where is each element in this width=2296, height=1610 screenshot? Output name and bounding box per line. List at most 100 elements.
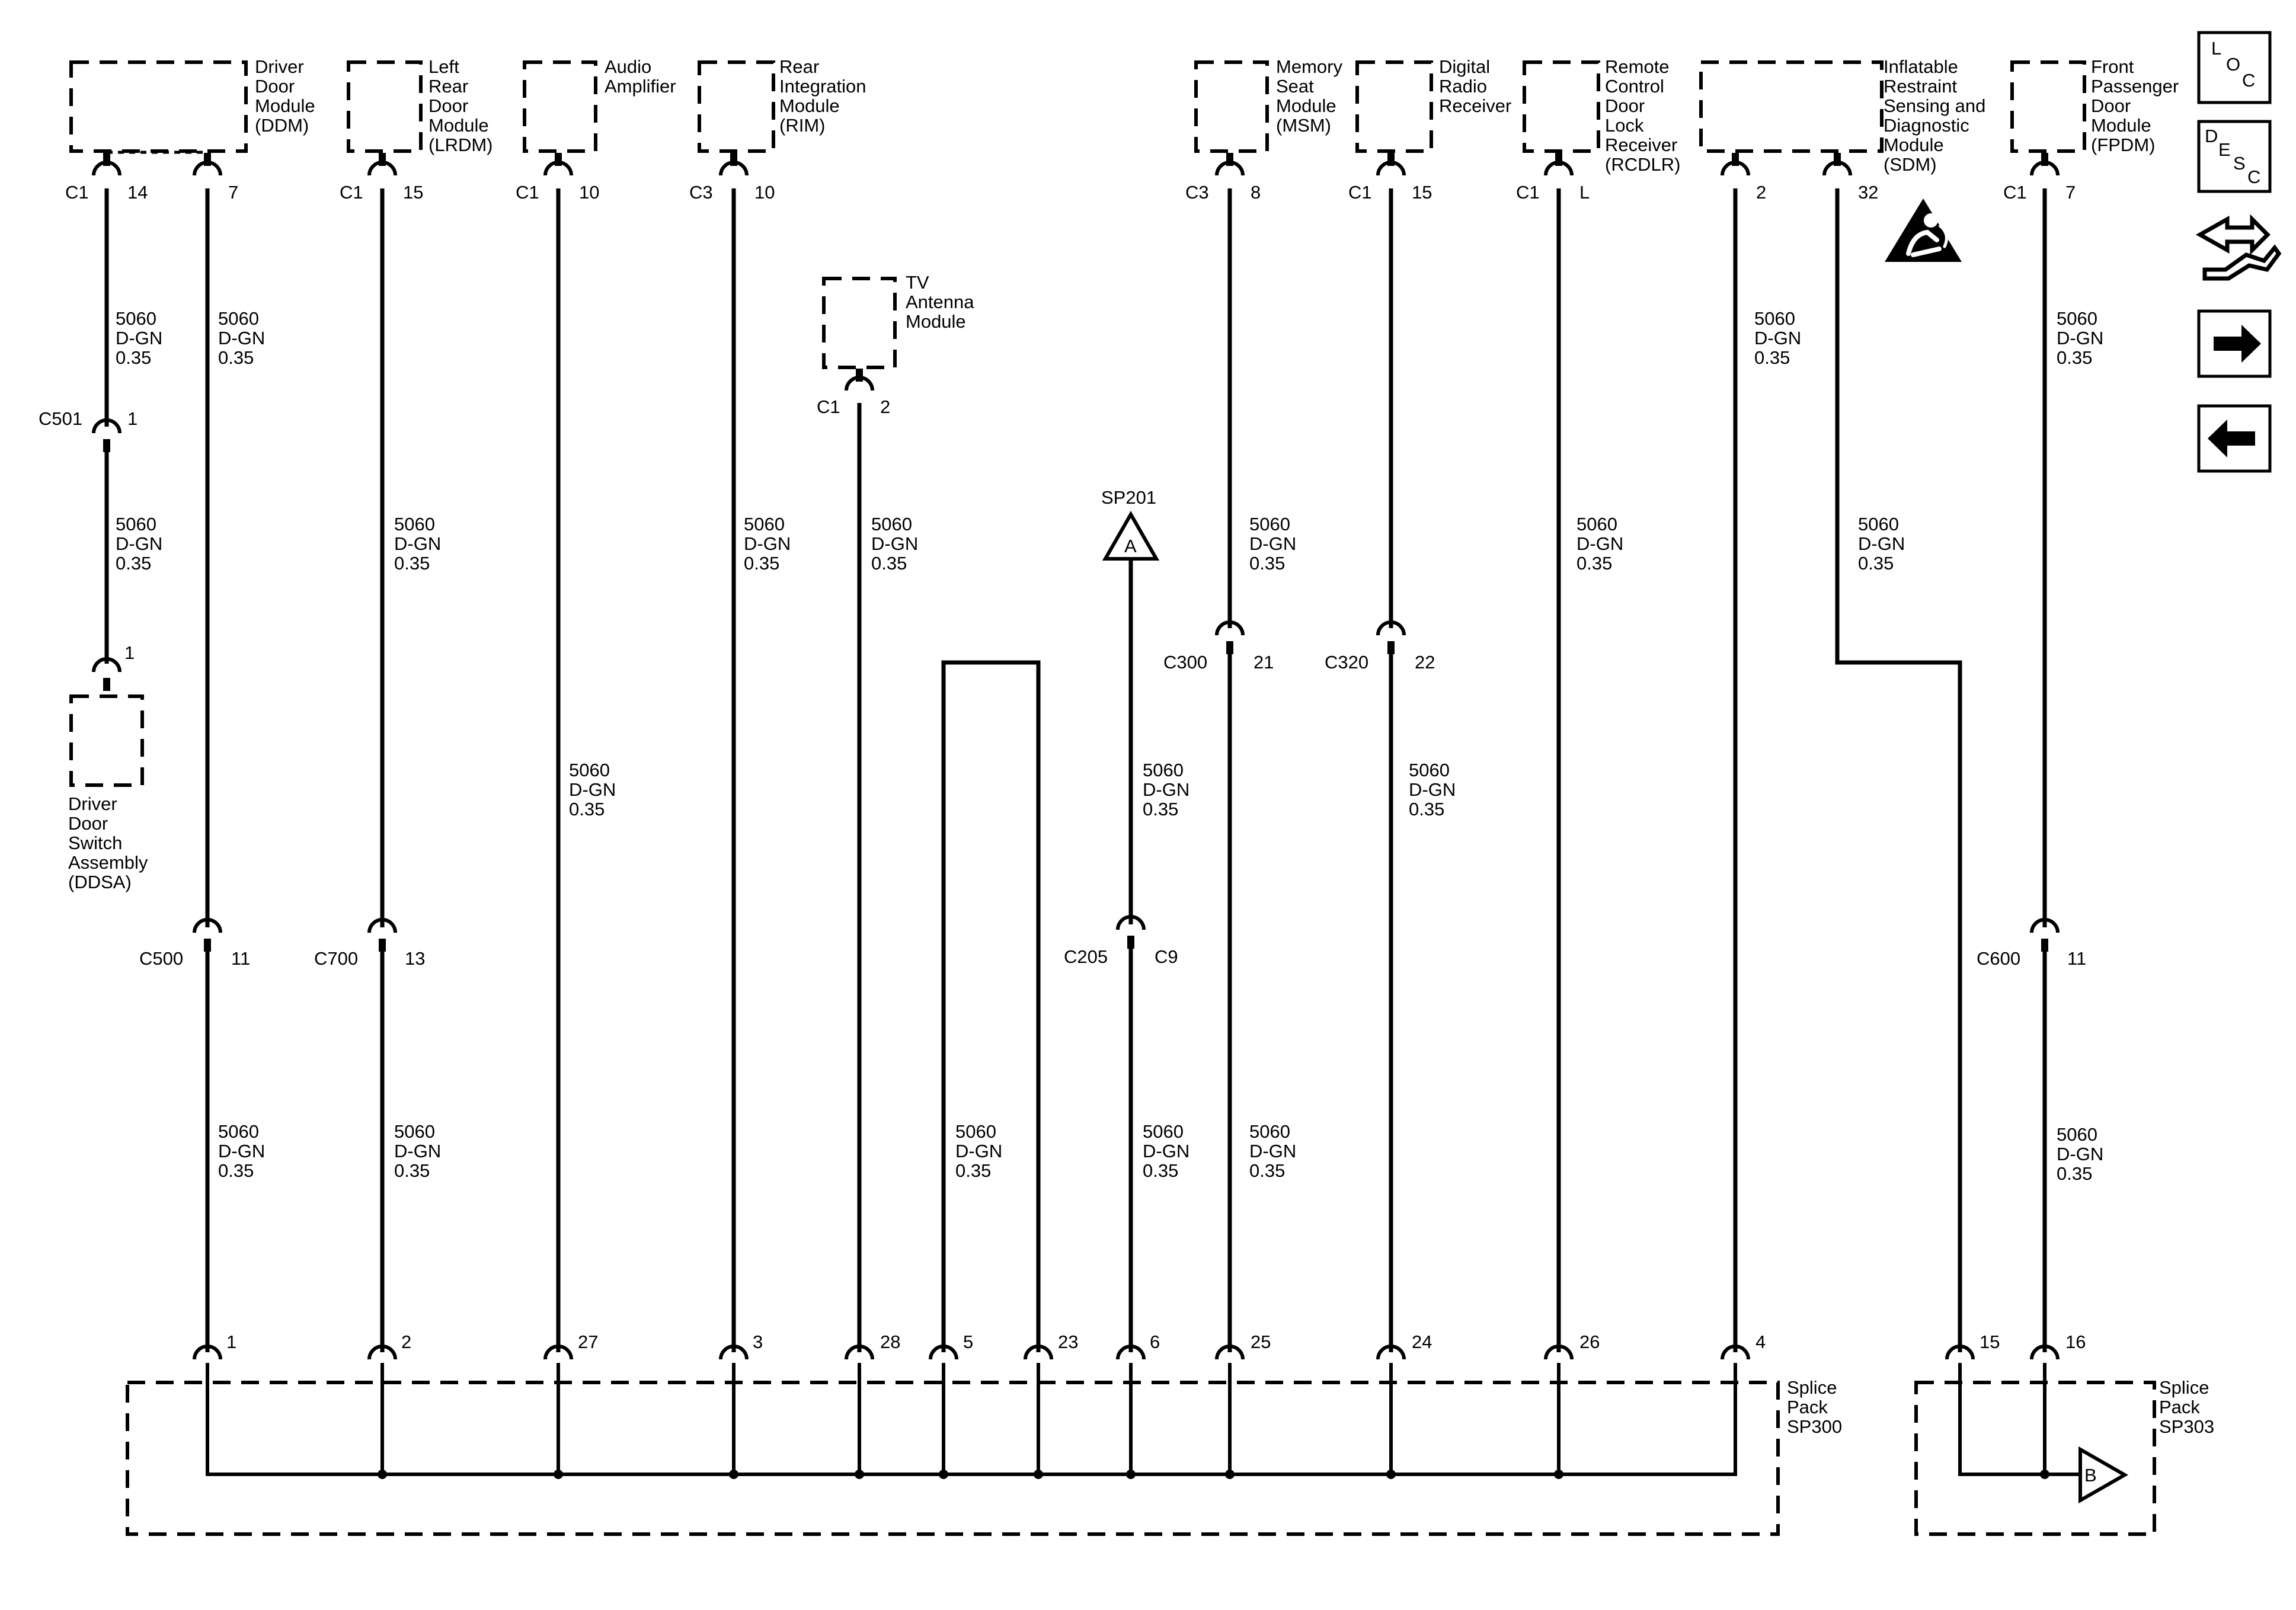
sp201-splice-ref[interactable]: SP201 A bbox=[1101, 487, 1160, 561]
loc-letter-o: O bbox=[2226, 54, 2240, 75]
c300-male-terminal bbox=[1226, 641, 1233, 654]
pin-label-rcdlr-conn: C1 bbox=[1516, 182, 1540, 203]
ddm-7-female-terminal bbox=[193, 161, 222, 176]
sp300-pin-2: 2 bbox=[401, 1331, 411, 1352]
lrdm-c1-15-female-terminal bbox=[367, 161, 397, 176]
drr-box[interactable] bbox=[1355, 60, 1433, 153]
splice-junction-dot bbox=[939, 1470, 948, 1479]
previous-page-button[interactable] bbox=[2197, 404, 2272, 473]
c600-conn-label: C600 bbox=[1977, 948, 2020, 969]
amp-box[interactable] bbox=[523, 60, 597, 153]
tv-c1-2-female-terminal bbox=[845, 376, 874, 391]
pin-label-amp-conn: C1 bbox=[516, 182, 539, 203]
c501-male-terminal bbox=[103, 439, 110, 452]
fpdm-c1-7-female-terminal bbox=[2030, 161, 2060, 176]
drr-c1-15-female-terminal bbox=[1376, 161, 1406, 176]
lrdm-box[interactable] bbox=[347, 60, 423, 153]
splice-pin-female-terminal bbox=[719, 1345, 749, 1360]
sp300-pin-26: 26 bbox=[1579, 1331, 1600, 1352]
pin-label-tv-conn: C1 bbox=[817, 396, 840, 417]
next-page-button[interactable] bbox=[2197, 309, 2272, 378]
sp201-triangle bbox=[1102, 510, 1160, 561]
splice-pin-female-terminal bbox=[1544, 1345, 1574, 1360]
c320-female-terminal bbox=[1376, 620, 1406, 636]
pin-label-drr-pin: 15 bbox=[1412, 182, 1432, 203]
sdm-box[interactable] bbox=[1699, 60, 1884, 153]
sp303-box[interactable] bbox=[1914, 1381, 2156, 1536]
sp303-b-ref[interactable]: B bbox=[2078, 1446, 2129, 1504]
sp300-box[interactable] bbox=[126, 1381, 1780, 1536]
splice-junction-dot bbox=[1034, 1470, 1043, 1479]
ddsa-box[interactable] bbox=[69, 694, 144, 787]
splice-pin-female-terminal bbox=[543, 1345, 573, 1360]
msm-c3-8-female-terminal bbox=[1215, 161, 1245, 176]
fpdm-box[interactable] bbox=[2010, 60, 2086, 153]
airbag-warning-icon bbox=[1885, 199, 1962, 262]
splice-pin-female-terminal bbox=[193, 1345, 222, 1360]
pin-label-fpdm-conn: C1 bbox=[2003, 182, 2027, 203]
loc-letter-c: C bbox=[2242, 70, 2255, 91]
rcdlr-box[interactable] bbox=[1523, 60, 1600, 153]
pin-label-fpdm-pin: 7 bbox=[2065, 182, 2076, 203]
c501-pin-label: 1 bbox=[127, 408, 137, 429]
sp303-bus bbox=[1958, 1363, 2080, 1476]
sdm-32-female-terminal bbox=[1822, 161, 1852, 176]
c700-male-terminal bbox=[379, 939, 386, 952]
rim-box[interactable] bbox=[698, 60, 775, 153]
sp303-triangle bbox=[2078, 1446, 2129, 1504]
desc-letter-c: C bbox=[2247, 167, 2260, 187]
connector-end-view-icon[interactable] bbox=[2195, 214, 2282, 281]
wire-sdm32-sp303 bbox=[1835, 188, 1962, 1352]
c300-conn-label: C300 bbox=[1163, 652, 1207, 673]
desc-button[interactable]: D E S C bbox=[2197, 120, 2272, 193]
pin-label-rim-pin: 10 bbox=[754, 182, 775, 203]
c500-pin-label: 11 bbox=[231, 948, 250, 969]
c320-male-terminal bbox=[1387, 641, 1395, 654]
msm-box[interactable] bbox=[1194, 60, 1269, 153]
sp303-pin-15: 15 bbox=[1980, 1331, 2000, 1352]
pin-label-amp-pin: 10 bbox=[579, 182, 599, 203]
c500-conn-label: C500 bbox=[139, 948, 183, 969]
rcdlr-c1-l-female-terminal bbox=[1544, 161, 1574, 176]
pin-label-sdm-b-pin: 32 bbox=[1858, 182, 1878, 203]
c500-female-terminal bbox=[193, 918, 222, 933]
wire-loop-5-23 bbox=[941, 660, 1041, 1352]
sdm-2-female-terminal bbox=[1721, 161, 1750, 176]
loc-button[interactable]: L O C bbox=[2197, 31, 2272, 104]
ddm-box[interactable] bbox=[69, 60, 248, 153]
sp300-pin-4: 4 bbox=[1755, 1331, 1766, 1352]
c205-male-terminal bbox=[1127, 936, 1134, 949]
tv-box[interactable] bbox=[822, 277, 897, 369]
sp300-pin-24: 24 bbox=[1412, 1331, 1432, 1352]
c320-pin-label: 22 bbox=[1415, 652, 1435, 673]
c501-conn-label: C501 bbox=[39, 408, 82, 429]
pin-label-lrdm-conn: C1 bbox=[340, 182, 363, 203]
splice-junction-dot bbox=[1126, 1470, 1136, 1479]
c700-pin-label: 13 bbox=[405, 948, 425, 969]
loc-letter-l: L bbox=[2211, 38, 2221, 59]
desc-letter-s: S bbox=[2233, 153, 2246, 174]
pin-label-ddm-a-pin: 14 bbox=[127, 182, 148, 203]
pin-label-rcdlr-pin: L bbox=[1579, 182, 1590, 203]
